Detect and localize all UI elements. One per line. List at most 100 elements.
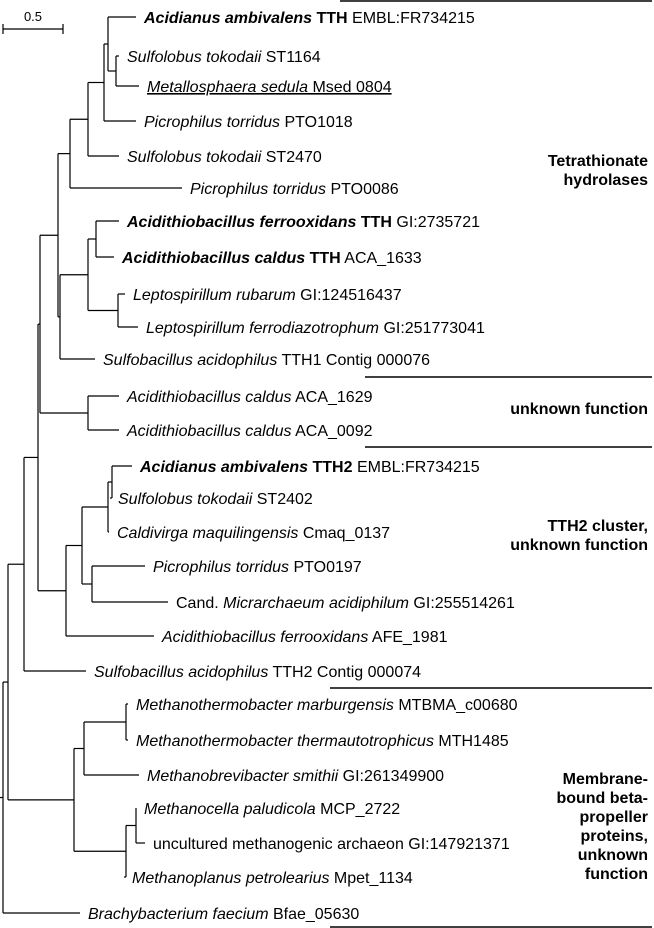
leaf-label-part: GI:124516437 xyxy=(296,287,402,304)
leaf-label-part: Picrophilus torridus xyxy=(190,181,326,198)
leaf-label-part: Sulfolobus tokodaii xyxy=(127,49,262,66)
clade-label: Tetrathionate hydrolases xyxy=(548,153,648,189)
leaf-label: Metallosphaera sedula Msed 0804 xyxy=(147,79,392,96)
leaf-label: Methanothermobacter marburgensis MTBMA_c… xyxy=(136,697,518,714)
leaf-label: Acidithiobacillus caldus ACA_1629 xyxy=(126,389,373,406)
leaf-label-part: TTH xyxy=(312,10,348,27)
leaf-label-part: EMBL:FR734215 xyxy=(348,10,475,27)
leaf-label-part: Methanobrevibacter smithii xyxy=(147,768,339,785)
scale-bar-label: 0.5 xyxy=(24,9,42,24)
leaf-label-part: PTO1018 xyxy=(280,114,353,131)
leaf-label: Leptospirillum rubarum GI:124516437 xyxy=(133,287,402,304)
clade-label-line: TTH2 cluster, xyxy=(548,518,648,535)
leaf-label-part: TTH xyxy=(305,250,341,267)
leaf-label-part: GI:251773041 xyxy=(379,320,485,337)
leaf-label-part: Acidithiobacillus caldus xyxy=(121,250,305,267)
leaf-label-part: ACA_0092 xyxy=(292,423,373,440)
leaf-label-part: Bfae_05630 xyxy=(269,906,360,923)
leaf-label-part: Acidithiobacillus ferrooxidans xyxy=(161,629,368,646)
leaf-label-part: Cand. xyxy=(176,595,223,612)
clade-label-line: Membrane- xyxy=(563,771,648,788)
leaf-label: Sulfolobus tokodaii ST2470 xyxy=(127,149,322,166)
scale-bar: 0.5 xyxy=(2,9,64,34)
leaf-label-part: Methanothermobacter thermautotrophicus xyxy=(136,733,434,750)
tree-branches xyxy=(0,16,182,914)
leaf-label-part: Sulfobacillus acidophilus xyxy=(103,352,277,369)
leaf-label-part: Picrophilus torridus xyxy=(144,114,280,131)
clade-label-line: unknown function xyxy=(510,537,648,554)
leaf-label: Acidianus ambivalens TTH2 EMBL:FR734215 xyxy=(139,459,480,476)
leaf-label: Picrophilus torridus PTO0086 xyxy=(190,181,399,198)
leaf-label-part: TTH2 xyxy=(308,459,353,476)
leaf-label-part: uncultured methanogenic archaeon xyxy=(153,836,404,853)
leaf-label: Cand. Micrarchaeum acidiphilum GI:255514… xyxy=(176,595,515,612)
leaf-label-part: Acidithiobacillus caldus xyxy=(126,423,292,440)
clade-label-line: function xyxy=(585,866,648,883)
leaf-label-part: Brachybacterium faecium xyxy=(88,906,269,923)
leaf-label-part: PTO0086 xyxy=(326,181,399,198)
leaf-label: Leptospirillum ferrodiazotrophum GI:2517… xyxy=(146,320,485,337)
clade-label-line: hydrolases xyxy=(564,172,649,189)
leaf-label: Caldivirga maquilingensis Cmaq_0137 xyxy=(117,525,390,542)
leaf-label-part: GI:147921371 xyxy=(404,836,510,853)
clade-label-line: Tetrathionate xyxy=(548,153,648,170)
leaf-label-part: ST1164 xyxy=(261,49,320,66)
leaf-label: Picrophilus torridus PTO1018 xyxy=(144,114,353,131)
leaf-label: Picrophilus torridus PTO0197 xyxy=(153,559,362,576)
leaf-label-part: Methanothermobacter marburgensis xyxy=(136,697,394,714)
clade-label: unknown function xyxy=(510,401,648,418)
leaf-label-part: Mpet_1134 xyxy=(329,870,412,887)
leaf-label-part: MTH1485 xyxy=(434,733,509,750)
leaf-label-part: PTO0197 xyxy=(289,559,362,576)
leaf-label: Sulfobacillus acidophilus TTH2 Contig 00… xyxy=(94,664,421,681)
leaf-label-part: ST2402 xyxy=(252,491,313,508)
leaf-label-part: MTBMA_c00680 xyxy=(394,697,518,714)
leaf-label-part: TTH1 Contig 000076 xyxy=(277,352,430,369)
leaf-label-part: Caldivirga maquilingensis xyxy=(117,525,298,542)
leaf-label: Sulfobacillus acidophilus TTH1 Contig 00… xyxy=(103,352,430,369)
leaf-label: uncultured methanogenic archaeon GI:1479… xyxy=(153,836,510,853)
leaf-labels: Acidianus ambivalens TTH EMBL:FR734215Su… xyxy=(88,10,518,923)
leaf-label: Brachybacterium faecium Bfae_05630 xyxy=(88,906,359,923)
leaf-label-part: Methanoplanus petrolearius xyxy=(132,870,329,887)
leaf-label-part: Cmaq_0137 xyxy=(298,525,390,542)
clade-label: TTH2 cluster, unknown function xyxy=(510,518,648,554)
leaf-label-part: Leptospirillum rubarum xyxy=(133,287,296,304)
leaf-label-part: Sulfobacillus acidophilus xyxy=(94,664,268,681)
leaf-label-part: Sulfolobus tokodaii xyxy=(127,149,262,166)
leaf-label: Acidianus ambivalens TTH EMBL:FR734215 xyxy=(143,10,475,27)
leaf-label: Acidithiobacillus ferrooxidans TTH GI:27… xyxy=(126,214,480,231)
leaf-label: Methanocella paludicola MCP_2722 xyxy=(144,801,400,818)
leaf-label-part: GI:255514261 xyxy=(409,595,515,612)
leaf-label: Sulfolobus tokodaii ST2402 xyxy=(118,491,313,508)
leaf-label-part: Acidianus ambivalens xyxy=(139,459,308,476)
clade-label-line: bound beta- xyxy=(556,790,648,807)
leaf-label-part: AFE_1981 xyxy=(368,629,447,646)
leaf-label-part: EMBL:FR734215 xyxy=(353,459,480,476)
leaf-label: Acidithiobacillus caldus ACA_0092 xyxy=(126,423,373,440)
leaf-label-part: ACA_1629 xyxy=(292,389,373,406)
leaf-label-part: Methanocella paludicola xyxy=(144,801,316,818)
leaf-label-part: Acidianus ambivalens xyxy=(143,10,312,27)
leaf-label-part: TTH2 Contig 000074 xyxy=(268,664,421,681)
leaf-label-part: ACA_1633 xyxy=(341,250,422,267)
leaf-label-part: TTH xyxy=(356,214,392,231)
leaf-label: Methanothermobacter thermautotrophicus M… xyxy=(136,733,509,750)
leaf-label-part: Sulfolobus tokodaii xyxy=(118,491,253,508)
leaf-label: Acidithiobacillus ferrooxidans AFE_1981 xyxy=(161,629,448,646)
leaf-label: Acidithiobacillus caldus TTH ACA_1633 xyxy=(121,250,422,267)
leaf-label-part: GI:261349900 xyxy=(338,768,444,785)
leaf-label-part: Acidithiobacillus ferrooxidans xyxy=(126,214,356,231)
leaf-label-part: ST2470 xyxy=(261,149,322,166)
clade-separators xyxy=(330,0,652,928)
leaf-label-part: Msed 0804 xyxy=(308,79,392,96)
leaf-label-part: Metallosphaera sedula xyxy=(147,79,308,96)
leaf-label-part: Picrophilus torridus xyxy=(153,559,289,576)
leaf-label: Sulfolobus tokodaii ST1164 xyxy=(127,49,321,66)
leaf-label-part: Micrarchaeum acidiphilum xyxy=(223,595,409,612)
clade-label-line: unknown xyxy=(578,847,648,864)
leaf-label-part: GI:2735721 xyxy=(392,214,480,231)
leaf-label: Methanobrevibacter smithii GI:261349900 xyxy=(147,768,444,785)
